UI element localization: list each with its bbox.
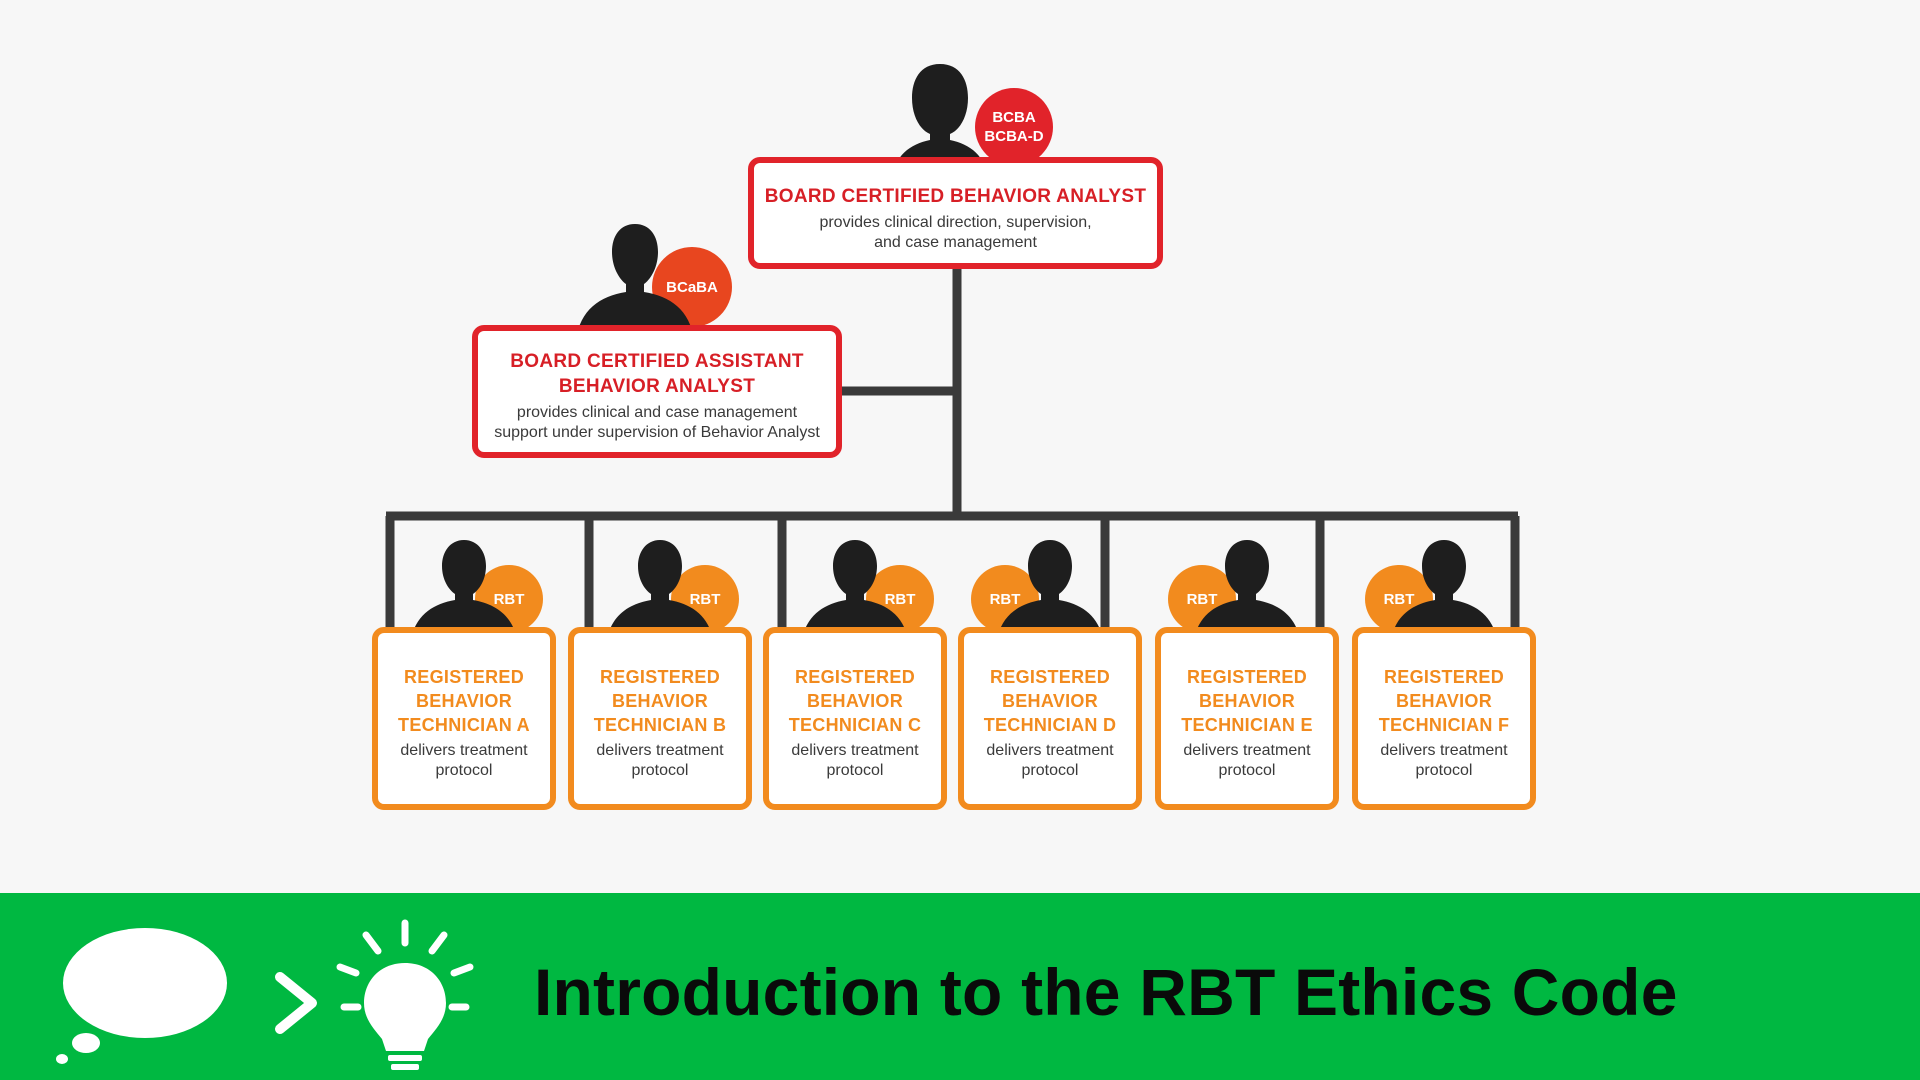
technician-desc-line1: delivers treatment [596, 742, 724, 759]
bcba-desc-line2: and case management [874, 234, 1037, 251]
person-silhouette-icon [892, 64, 988, 180]
rbt-badge-label: RBT [689, 590, 721, 608]
footer-title: Introduction to the RBT Ethics Code [534, 955, 1678, 1029]
technician-desc-line2: protocol [435, 762, 493, 779]
footer-banner [0, 893, 1920, 1080]
technician-title-line3: TECHNICIAN D [983, 715, 1117, 735]
technician-title-line2: BEHAVIOR [806, 691, 904, 711]
bcba-badge-line2: BCBA-D [984, 128, 1044, 145]
technician-node: REGISTERED BEHAVIOR TECHNICIAN D delivers t… [958, 627, 1142, 810]
technician-title-line2: BEHAVIOR [1395, 691, 1493, 711]
bcaba-badge-label: BCaBA [666, 278, 718, 296]
technician-desc-line1: delivers treatment [986, 742, 1114, 759]
technician-title-line2: BEHAVIOR [1198, 691, 1296, 711]
technician-title-line1: REGISTERED [1186, 667, 1308, 687]
person-silhouette-icon [576, 224, 694, 340]
bcaba-node: BOARD CERTIFIED ASSISTANT BEHAVIOR ANALY… [472, 325, 842, 458]
rbt-badge-label: RBT [493, 590, 525, 608]
person-silhouette-icon [1390, 540, 1498, 644]
person-silhouette-icon [410, 540, 518, 644]
bcba-badge-line1: BCBA [992, 109, 1036, 126]
technician-desc-line2: protocol [631, 762, 689, 779]
bcba-badge: BCBA BCBA-D [975, 88, 1053, 166]
bcaba-title-line1: BOARD CERTIFIED ASSISTANT [510, 351, 804, 372]
technician-title-line1: REGISTERED [403, 667, 525, 687]
bcba-node: BOARD CERTIFIED BEHAVIOR ANALYST provide… [748, 157, 1163, 269]
chevron-right-icon [275, 972, 317, 1034]
rbt-badge-label: RBT [989, 590, 1021, 608]
lightbulb-icon [336, 919, 474, 1070]
technician-desc-line2: protocol [1021, 762, 1079, 779]
technician-title-line2: BEHAVIOR [1001, 691, 1099, 711]
technician-desc-line1: delivers treatment [791, 742, 919, 759]
footer-icon-group [56, 919, 474, 1070]
bcba-desc-line1: provides clinical direction, supervision… [819, 214, 1092, 231]
technician-desc-line2: protocol [1218, 762, 1276, 779]
rbt-badge-label: RBT [884, 590, 916, 608]
bcba-title: BOARD CERTIFIED BEHAVIOR ANALYST [764, 186, 1147, 207]
technician-title-line3: TECHNICIAN E [1181, 715, 1313, 735]
technician-desc-line2: protocol [1415, 762, 1473, 779]
bcaba-desc-line2: support under supervision of Behavior An… [494, 424, 820, 441]
technician-node: REGISTERED BEHAVIOR TECHNICIAN B delivers t… [568, 627, 752, 810]
person-silhouette-icon [606, 540, 714, 644]
technician-node: REGISTERED BEHAVIOR TECHNICIAN E delivers t… [1155, 627, 1339, 810]
bcaba-desc-line1: provides clinical and case management [516, 404, 798, 421]
technician-desc-line1: delivers treatment [1380, 742, 1508, 759]
technician-node: REGISTERED BEHAVIOR TECHNICIAN F delivers t… [1352, 627, 1536, 810]
person-silhouette-icon [996, 540, 1104, 644]
connector-lines [385, 266, 1520, 628]
rbt-badge-label: RBT [1383, 590, 1415, 608]
technician-title-line3: TECHNICIAN A [398, 715, 530, 735]
person-silhouette-icon [1193, 540, 1301, 644]
technician-title-line2: BEHAVIOR [415, 691, 513, 711]
technician-title-line1: REGISTERED [599, 667, 721, 687]
technician-title-line3: TECHNICIAN B [593, 715, 727, 735]
technician-node: REGISTERED BEHAVIOR TECHNICIAN A delivers t… [372, 627, 556, 810]
technician-title-line1: REGISTERED [989, 667, 1111, 687]
technician-desc-line1: delivers treatment [1183, 742, 1311, 759]
technician-title-line1: REGISTERED [794, 667, 916, 687]
bcaba-title-line2: BEHAVIOR ANALYST [558, 376, 756, 397]
technician-title-line1: REGISTERED [1383, 667, 1505, 687]
technician-node: REGISTERED BEHAVIOR TECHNICIAN C delivers t… [763, 627, 947, 810]
technician-title-line2: BEHAVIOR [611, 691, 709, 711]
technician-title-line3: TECHNICIAN F [1378, 715, 1510, 735]
person-silhouette-icon [801, 540, 909, 644]
technician-desc-line1: delivers treatment [400, 742, 528, 759]
technician-desc-line2: protocol [826, 762, 884, 779]
rbt-badge-label: RBT [1186, 590, 1218, 608]
org-chart: BCBA BCBA-D BOARD CERTIFIED BEHAVIOR ANA… [372, 64, 1536, 810]
technician-title-line3: TECHNICIAN C [788, 715, 922, 735]
thought-bubble-icon [56, 928, 227, 1064]
